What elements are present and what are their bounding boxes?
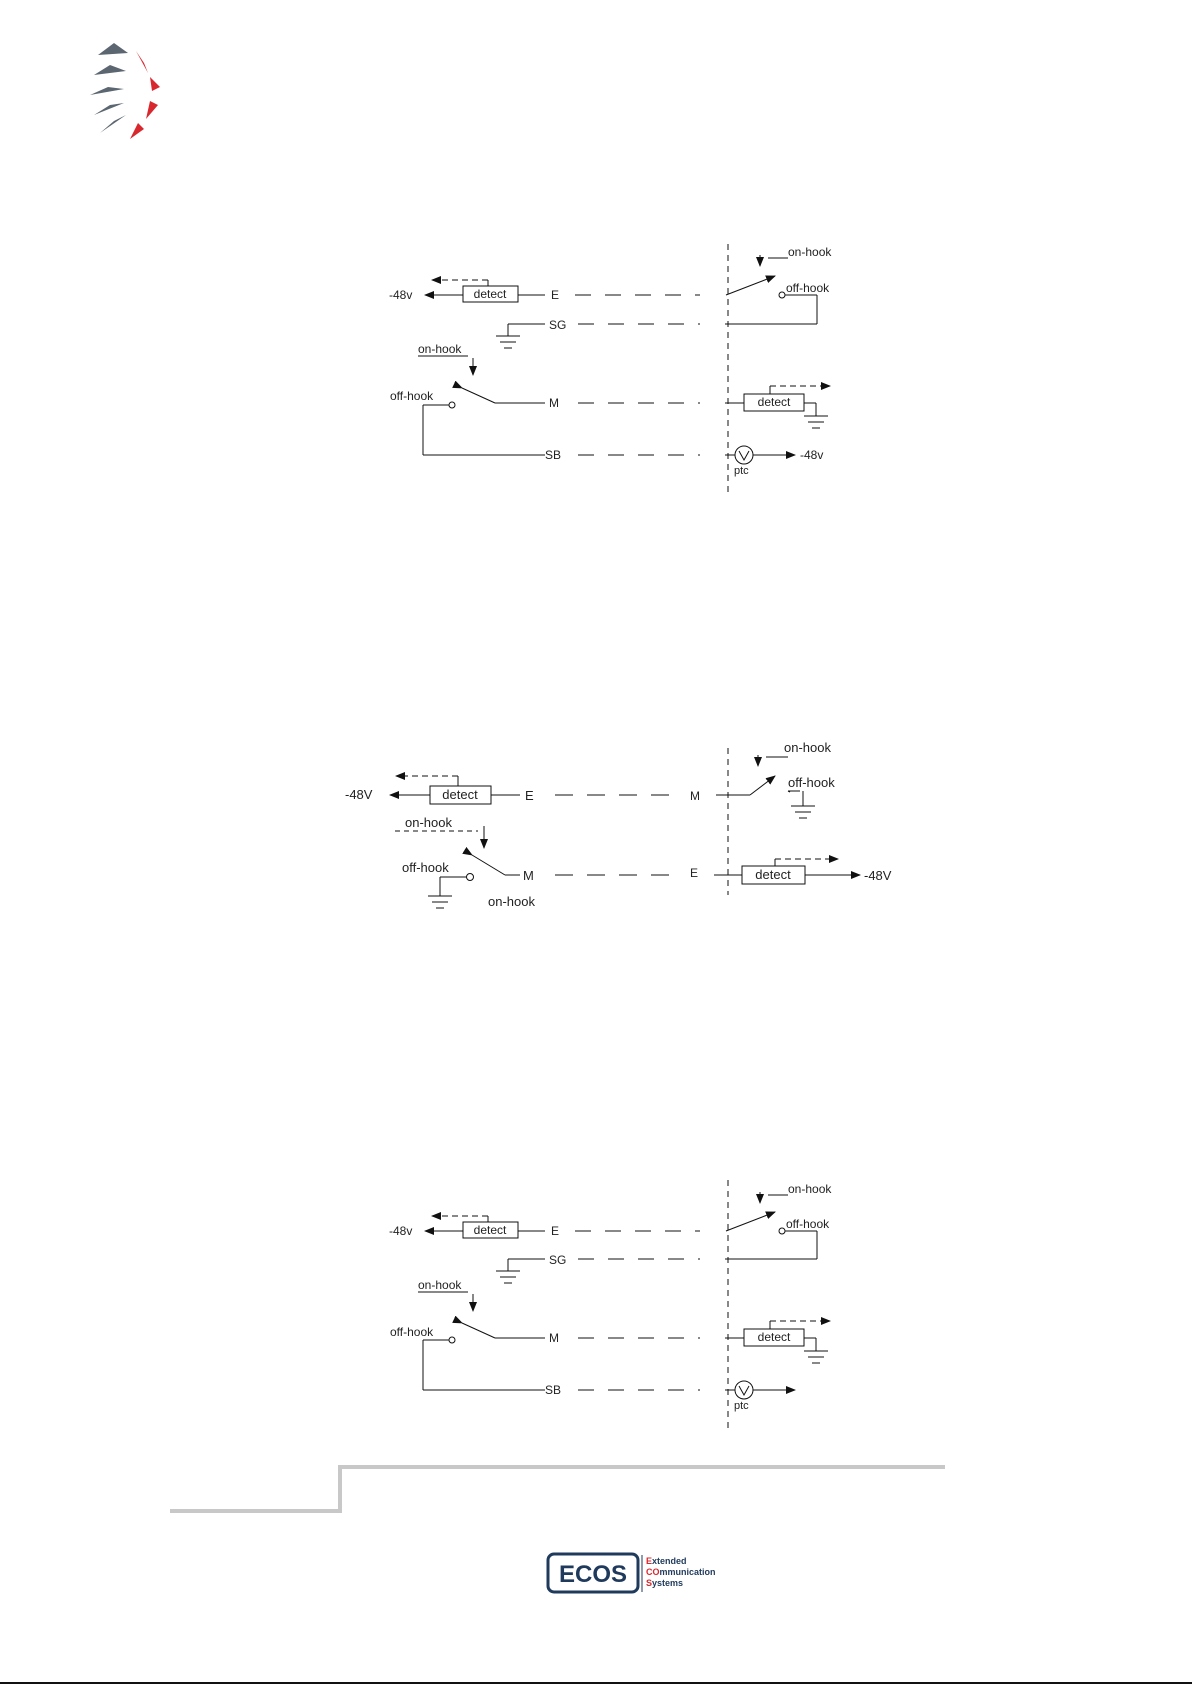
right-detect-label: detect bbox=[758, 395, 791, 409]
line-m-label: M bbox=[549, 396, 559, 410]
line-sg-label: SG bbox=[549, 318, 566, 332]
diagram-3-emsb: detect -48v E SG on-hook M off-hook SB o… bbox=[389, 1180, 832, 1430]
off-hook-label: off-hook bbox=[390, 389, 434, 403]
detect-label: detect bbox=[474, 1223, 507, 1237]
voltage-label: -48v bbox=[389, 288, 412, 302]
line-sg-label: SG bbox=[549, 1253, 566, 1267]
right-off-hook-label: off-hook bbox=[786, 1217, 830, 1231]
right-line-e-label: E bbox=[690, 866, 698, 880]
ecos-logo-text: ECOS bbox=[559, 1561, 627, 1588]
detect-label: detect bbox=[474, 287, 507, 301]
footer-rule bbox=[170, 1467, 945, 1511]
off-hook-label: off-hook bbox=[390, 1325, 434, 1339]
line-e-label: E bbox=[525, 788, 534, 803]
voltage-label: -48V bbox=[345, 787, 373, 802]
ptc-label: ptc bbox=[734, 465, 749, 477]
line-sb-label: SB bbox=[545, 1383, 561, 1397]
detect-label: detect bbox=[442, 787, 478, 802]
ecos-logo: ECOS Extended COmmunication Systems bbox=[548, 1554, 716, 1592]
brand-logo bbox=[90, 43, 160, 139]
right-voltage-label: -48v bbox=[800, 448, 823, 462]
diagram-1-emsb: detect -48v E SG on-hook M off-hook SB bbox=[389, 244, 832, 492]
ecos-line-3: Systems bbox=[646, 1578, 683, 1588]
line-m-label: M bbox=[549, 1331, 559, 1345]
right-detect-label: detect bbox=[758, 1330, 791, 1344]
ecos-line-2: COmmunication bbox=[646, 1567, 716, 1577]
line-m-label: M bbox=[523, 868, 534, 883]
line-sb-label: SB bbox=[545, 448, 561, 462]
ptc-label: ptc bbox=[734, 1400, 749, 1412]
on-hook-label: on-hook bbox=[418, 342, 462, 356]
right-on-hook-label: on-hook bbox=[788, 1182, 832, 1196]
right-on-hook-label: on-hook bbox=[784, 740, 831, 755]
line-e-label: E bbox=[551, 1224, 559, 1238]
right-detect-label: detect bbox=[755, 867, 791, 882]
line-e-label: E bbox=[551, 288, 559, 302]
on-hook-bottom-label: on-hook bbox=[488, 894, 535, 909]
on-hook-label: on-hook bbox=[418, 1278, 462, 1292]
right-off-hook-label: off-hook bbox=[786, 281, 830, 295]
ecos-line-1: Extended bbox=[646, 1556, 687, 1566]
right-line-m-label: M bbox=[690, 789, 700, 803]
right-voltage-label: -48V bbox=[864, 868, 892, 883]
voltage-label: -48v bbox=[389, 1224, 412, 1238]
right-off-hook-label: off-hook bbox=[788, 775, 835, 790]
right-on-hook-label: on-hook bbox=[788, 245, 832, 259]
off-hook-label: off-hook bbox=[402, 860, 449, 875]
on-hook-top-label: on-hook bbox=[405, 815, 452, 830]
diagram-2-em-back-to-back: -48V detect E on-hook M off-hook on-hook… bbox=[345, 740, 892, 909]
